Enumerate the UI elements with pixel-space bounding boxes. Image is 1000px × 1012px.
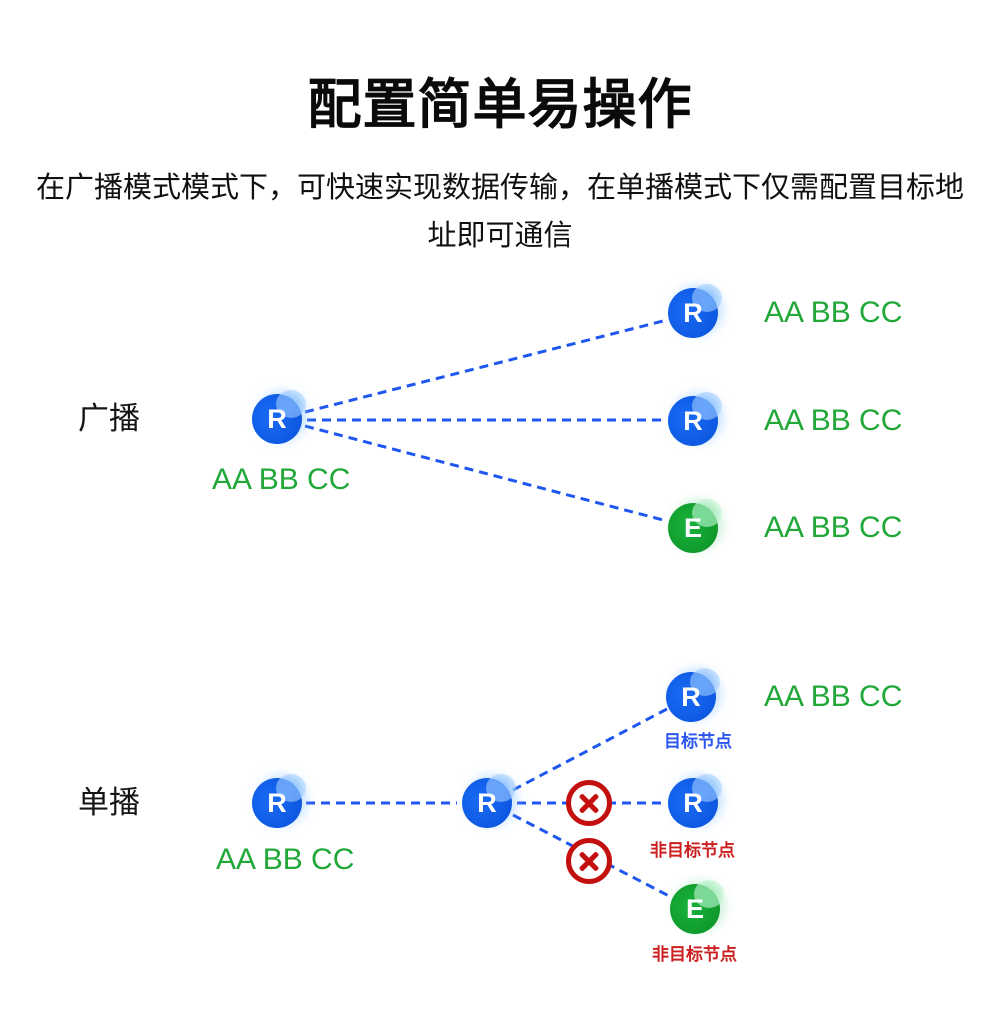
node-letter: R [683,297,703,328]
node-letter: R [477,787,497,818]
broadcast-source-address: AA BB CC [212,463,351,496]
page-title: 配置简单易操作 [307,75,693,135]
broadcast-target-node-3: E [668,499,722,553]
unicast-source-node: R [252,774,306,828]
unicast-target-node: R [666,668,720,722]
node-highlight [692,774,722,802]
node-highlight [692,284,722,312]
broadcast-target-address-3: AA BB CC [764,511,903,544]
node-letter: R [267,403,287,434]
broadcast-target-address-2: AA BB CC [764,404,903,437]
node-highlight [692,499,722,527]
unicast-target-address: AA BB CC [764,680,903,713]
node-letter: E [685,893,704,924]
broadcast-target-address-1: AA BB CC [764,296,903,329]
unicast-nontarget-node-1: R [668,774,722,828]
unicast-nontarget-node-2: E [670,880,724,934]
unicast-link-target [512,707,668,792]
broadcast-target-node-1: R [668,284,722,338]
node-letter: R [683,405,703,436]
blocked-x-icon [566,838,612,884]
blocked-x-icon [566,780,612,826]
unicast-nontarget-tag-1: 非目标节点 [650,841,735,860]
page-subtitle: 在广播模式模式下，可快速实现数据传输，在单播模式下仅需配置目标地址即可通信 [35,172,964,252]
unicast-relay-node: R [462,774,516,828]
unicast-nontarget-tag-2: 非目标节点 [652,945,737,964]
broadcast-target-node-2: R [668,392,722,446]
node-highlight [276,390,306,418]
broadcast-section-label: 广播 [78,401,140,436]
node-letter: E [683,512,702,543]
broadcast-source-node: R [252,390,306,444]
unicast-section-label: 单播 [78,785,140,820]
node-letter: R [681,681,701,712]
node-letter: R [683,787,703,818]
unicast-target-tag: 目标节点 [664,732,732,751]
unicast-source-address: AA BB CC [216,843,355,876]
node-highlight [690,668,720,696]
node-letter: R [267,787,287,818]
broadcast-link-bottom [304,424,668,523]
node-highlight [692,392,722,420]
broadcast-link-top [304,318,668,414]
node-highlight [276,774,306,802]
node-highlight [694,880,724,908]
node-highlight [486,774,516,802]
